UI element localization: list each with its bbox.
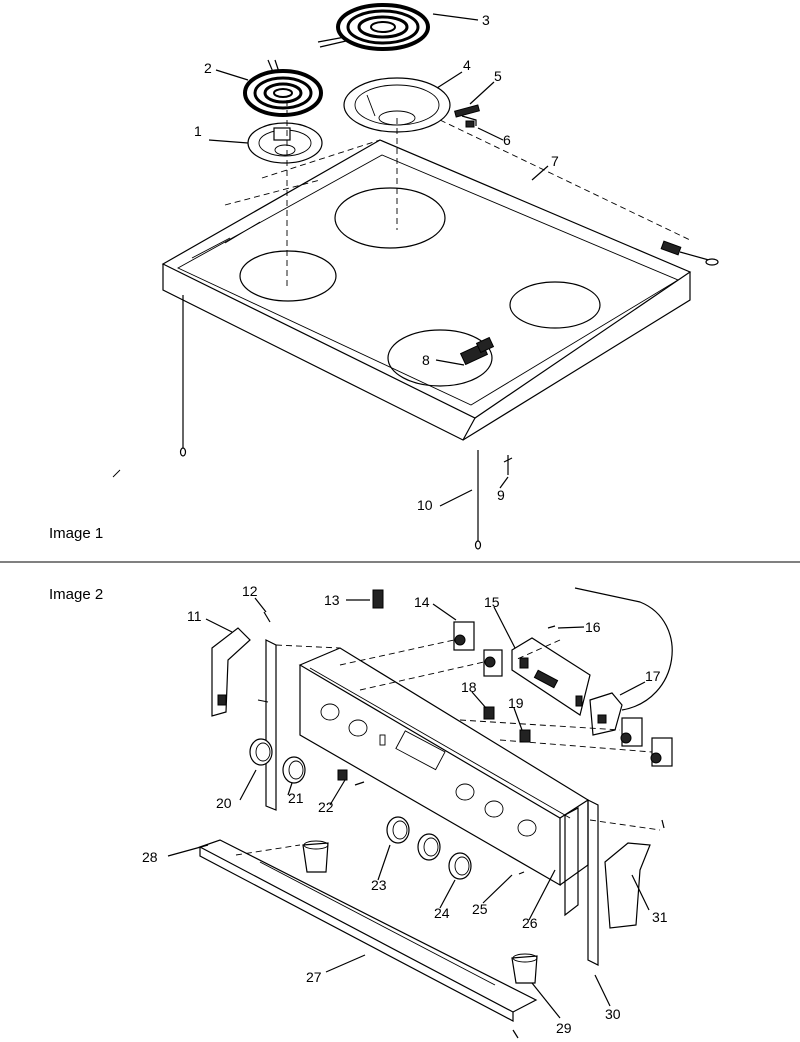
callout-19: 19 xyxy=(508,695,524,711)
callout-1: 1 xyxy=(194,123,202,139)
element-receptacle xyxy=(459,336,495,366)
control-knobs xyxy=(249,738,472,880)
callout-15: 15 xyxy=(484,594,500,610)
surface-element-small xyxy=(243,59,323,117)
callout-3: 3 xyxy=(482,12,490,28)
callout-10: 10 xyxy=(417,497,433,513)
cooktop-burner-openings xyxy=(239,187,601,387)
callout-23: 23 xyxy=(371,877,387,893)
callout-28: 28 xyxy=(142,849,158,865)
surface-element-large xyxy=(317,3,430,51)
callout-7: 7 xyxy=(551,153,559,169)
callout-18: 18 xyxy=(461,679,477,695)
callout-27: 27 xyxy=(306,969,322,985)
callout-14: 14 xyxy=(414,594,430,610)
callout-4: 4 xyxy=(463,57,471,73)
callout-24: 24 xyxy=(434,905,450,921)
image-1-assembly-lines xyxy=(224,100,691,290)
callout-9: 9 xyxy=(497,487,505,503)
cooktop-support-rods xyxy=(112,295,513,550)
callout-12: 12 xyxy=(242,583,258,599)
image-2-control-panel-section: Image 2 xyxy=(49,583,673,1039)
right-side-bracket xyxy=(587,799,599,966)
cooktop-main-top xyxy=(161,139,692,441)
callout-25: 25 xyxy=(472,901,488,917)
callout-17: 17 xyxy=(645,668,661,684)
right-end-cap xyxy=(604,842,651,929)
image-1-cooktop-section: 1 2 3 4 5 6 7 8 9 10 Image 1 xyxy=(49,3,719,550)
section-title-image-2: Image 2 xyxy=(49,586,103,603)
end-trim-26 xyxy=(564,806,579,917)
receptacle-bracket xyxy=(454,104,480,128)
callout-29: 29 xyxy=(556,1020,572,1036)
callout-5: 5 xyxy=(494,68,502,84)
left-end-cap xyxy=(211,627,251,717)
callout-26: 26 xyxy=(522,915,538,931)
drip-bowl-large xyxy=(343,77,451,133)
left-side-bracket xyxy=(257,639,277,811)
callout-22: 22 xyxy=(318,799,334,815)
lower-trim xyxy=(198,839,538,1022)
infinite-switches xyxy=(453,621,673,767)
trim-brackets xyxy=(302,840,538,1039)
callout-31: 31 xyxy=(652,909,668,925)
callout-8: 8 xyxy=(422,352,430,368)
image-2-assembly-lines xyxy=(235,639,661,856)
callout-6: 6 xyxy=(503,132,511,148)
backguard-panel xyxy=(298,647,590,887)
clock-timer xyxy=(511,637,591,716)
callout-21: 21 xyxy=(288,790,304,806)
section-title-image-1: Image 1 xyxy=(49,525,103,542)
image-2-leaders xyxy=(167,597,650,1019)
callout-16: 16 xyxy=(585,619,601,635)
wire-harness xyxy=(574,587,673,711)
drip-bowl-small xyxy=(247,122,323,164)
oven-control xyxy=(589,692,623,736)
small-components xyxy=(263,589,665,875)
callout-20: 20 xyxy=(216,795,232,811)
callout-11: 11 xyxy=(187,608,202,624)
callout-13: 13 xyxy=(324,592,340,608)
callout-30: 30 xyxy=(605,1006,621,1022)
cooktop-hinge-bracket xyxy=(660,240,719,266)
image-1-callouts xyxy=(208,13,549,507)
callout-2: 2 xyxy=(204,60,212,76)
